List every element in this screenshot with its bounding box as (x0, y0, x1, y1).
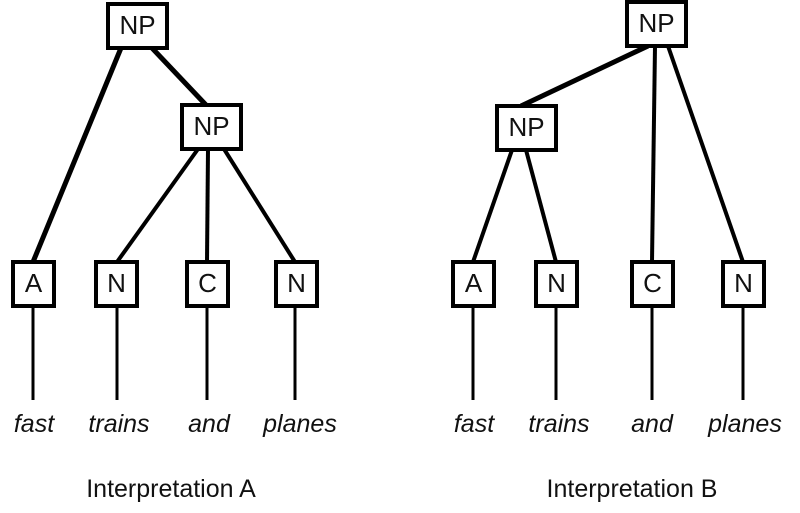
edge-b-root-c (650, 45, 657, 263)
phrase-node-label: NP (193, 111, 229, 141)
edge-a-np-c (205, 148, 210, 263)
edge-a-root-np (150, 46, 208, 107)
pos-node-label: N (734, 268, 753, 298)
edge-a-root-adj (30, 47, 124, 263)
pos-node-border (451, 260, 496, 308)
edge-b-np-n1 (524, 149, 558, 263)
pos-node-border (534, 260, 579, 308)
pos-node-label: N (287, 268, 306, 298)
edge-a-np-n2 (222, 147, 297, 264)
pos-node-border (11, 260, 56, 308)
pos-node-label: N (547, 268, 566, 298)
phrase-node-label: NP (638, 8, 674, 38)
caption-interpretation-a: Interpretation A (86, 475, 256, 503)
edge-b-np-adj (471, 149, 514, 263)
phrase-node-label: NP (119, 10, 155, 40)
word-trains: trains (88, 410, 149, 438)
pos-node-pos-b-2[interactable]: N (534, 260, 579, 308)
phrase-node-border (495, 104, 558, 152)
pos-node-label: C (198, 268, 217, 298)
edge-b-root-n2 (666, 45, 745, 263)
phrase-node-border (180, 103, 243, 151)
pos-node-pos-b-4[interactable]: N (721, 260, 766, 308)
pos-node-pos-a-3[interactable]: C (185, 260, 230, 308)
pos-node-label: A (465, 268, 483, 298)
phrase-node-border (106, 2, 169, 50)
pos-node-pos-b-1[interactable]: A (451, 260, 496, 308)
pos-node-border (274, 260, 319, 308)
word-fast: fast (454, 410, 495, 438)
word-and: and (188, 410, 231, 438)
pos-node-border (630, 260, 675, 308)
pos-node-pos-a-2[interactable]: N (94, 260, 139, 308)
pos-node-border (721, 260, 766, 308)
edge-a-np-n1 (115, 147, 200, 264)
word-fast: fast (14, 410, 55, 438)
pos-node-label: C (643, 268, 662, 298)
pos-node-border (185, 260, 230, 308)
phrase-node-np-root-b[interactable]: NP (625, 0, 688, 48)
word-and: and (631, 410, 674, 438)
pos-node-pos-a-1[interactable]: A (11, 260, 56, 308)
pos-node-pos-b-3[interactable]: C (630, 260, 675, 308)
pos-node-border (94, 260, 139, 308)
phrase-node-label: NP (508, 112, 544, 142)
pos-node-label: A (25, 268, 43, 298)
phrase-node-np-root-a[interactable]: NP (106, 2, 169, 50)
word-planes: planes (707, 410, 782, 438)
pos-node-pos-a-4[interactable]: N (274, 260, 319, 308)
word-planes: planes (262, 410, 337, 438)
phrase-node-np-sub-b[interactable]: NP (495, 104, 558, 152)
phrase-node-np-sub-a[interactable]: NP (180, 103, 243, 151)
edge-b-root-np (519, 43, 650, 109)
word-trains: trains (528, 410, 589, 438)
phrase-node-border (625, 0, 688, 48)
caption-interpretation-b: Interpretation B (547, 475, 718, 503)
pos-node-label: N (107, 268, 126, 298)
